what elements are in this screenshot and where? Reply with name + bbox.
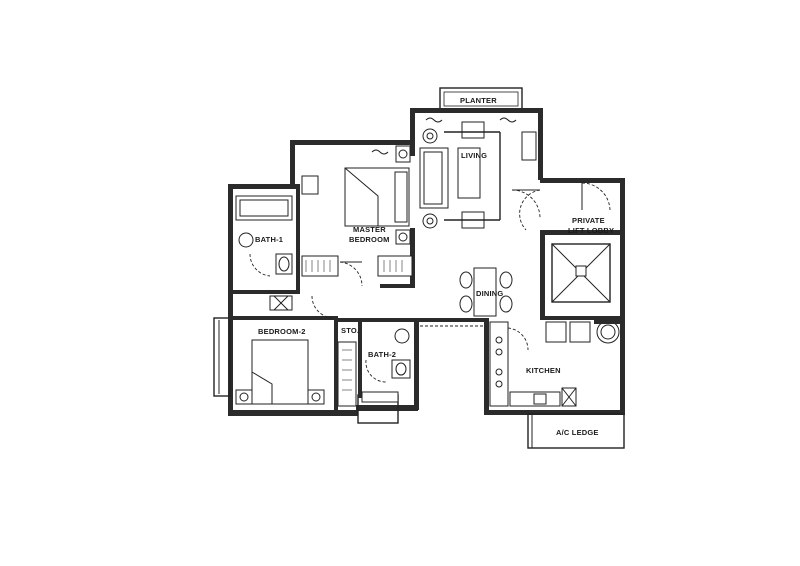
label-ac-ledge: A/C LEDGE [556, 428, 599, 437]
kitchen-fixtures [489, 320, 620, 407]
living-furniture [419, 117, 537, 229]
label-bath-2: BATH-2 [368, 350, 396, 359]
bedroom-2-furniture [235, 295, 357, 407]
label-master-1: MASTER [353, 225, 386, 234]
label-private: PRIVATE [572, 216, 605, 225]
interior-walls [228, 184, 620, 413]
label-store: STO. [341, 326, 359, 335]
room-labels: PLANTER LIVING MASTER BEDROOM BATH-1 PRI… [255, 96, 614, 437]
label-bath-1: BATH-1 [255, 235, 283, 244]
label-living: LIVING [461, 151, 487, 160]
label-dining: DINING [476, 289, 503, 298]
lift-core [551, 182, 611, 303]
label-planter: PLANTER [460, 96, 497, 105]
entrance-doors [511, 189, 541, 231]
bath-1-fixtures [235, 195, 293, 311]
bath-2-fixtures [361, 328, 411, 403]
label-lift-lobby: LIFT LOBBY [568, 226, 614, 235]
label-kitchen: KITCHEN [526, 366, 561, 375]
label-master-2: BEDROOM [349, 235, 390, 244]
label-bedroom-2: BEDROOM-2 [258, 327, 306, 336]
master-bedroom-furniture [301, 145, 413, 287]
dining-furniture [459, 267, 513, 317]
